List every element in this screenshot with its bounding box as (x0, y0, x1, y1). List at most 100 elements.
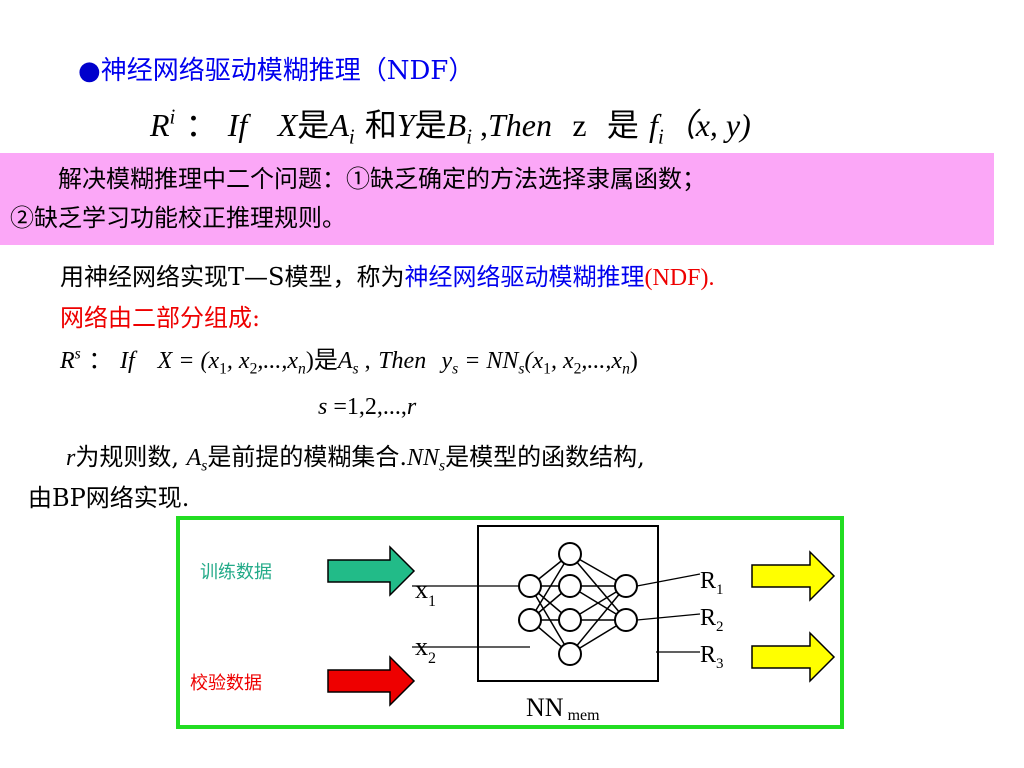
formula-symbol: X (157, 348, 173, 374)
hidden-node (558, 642, 582, 666)
explanation-text: 是前提的模糊集合. (207, 443, 407, 471)
formula-colon: ： (185, 106, 218, 144)
problem-line-2: ②缺乏学习功能校正推理规则。 (10, 204, 346, 232)
formula-symbol: B (446, 107, 467, 143)
formula-text: ) (629, 348, 638, 374)
formula-symbol: y (441, 348, 453, 374)
output-arrow-bottom (751, 631, 836, 683)
formula-symbol: f (649, 107, 658, 143)
formula-symbol: Y (396, 107, 415, 143)
formula-text: , x (226, 348, 250, 374)
formula-symbol: s (318, 394, 328, 420)
training-data-label: 训练数据 (200, 562, 272, 583)
input-x1-symbol: x (415, 575, 428, 604)
hidden-node (558, 574, 582, 598)
bp-network-note: 由BP网络实现. (28, 484, 190, 512)
validation-data-label: 校验数据 (190, 673, 262, 694)
input-x2-sub: 2 (428, 650, 436, 667)
formula-then: Then (487, 107, 552, 143)
formula-symbol: R (150, 107, 170, 143)
explanation-paragraph: r为规则数, As是前提的模糊集合.NNs是模型的函数结构, (66, 437, 645, 475)
formula-symbol: A (337, 348, 353, 374)
section-title-text: 神经网络驱动模糊推理（NDF） (100, 56, 475, 86)
input-x2-label: x2 (415, 632, 436, 667)
hidden-node (558, 542, 582, 566)
formula-symbol: r (66, 445, 76, 471)
formula-text: 是 (414, 106, 447, 144)
formula-sub: s (439, 457, 446, 475)
input-x1-label: x1 (415, 575, 436, 610)
formula-if: If (120, 348, 135, 374)
formula-sub: n (298, 360, 306, 378)
formula-sub: s (201, 457, 208, 475)
validation-data-arrow (327, 655, 416, 707)
problem-statement: 解决模糊推理中二个问题：①缺乏确定的方法选择隶属函数； ②缺乏学习功能校正推理规… (10, 160, 990, 238)
output-node (614, 574, 638, 598)
formula-text: 是 (606, 106, 639, 144)
formula-text: = NN (458, 348, 519, 374)
formula-symbol: NN (407, 445, 440, 471)
problem-line-1: 解决模糊推理中二个问题：①缺乏确定的方法选择隶属函数； (58, 165, 706, 193)
intro-suffix: (NDF). (644, 265, 715, 291)
intro-highlight: 神经网络驱动模糊推理 (404, 263, 645, 291)
section-title: ●神经网络驱动模糊推理（NDF） (78, 50, 474, 87)
diagram-frame (176, 516, 844, 729)
explanation-text: 是模型的函数结构, (445, 443, 645, 471)
output-line-r1 (636, 573, 701, 587)
network-nodes (518, 542, 638, 666)
formula-symbol: z (572, 107, 587, 143)
formula-text: (x (524, 348, 544, 374)
output-r2-label: R2 (700, 605, 724, 635)
network-box (477, 525, 659, 682)
output-r1-label: R1 (700, 568, 724, 598)
formula-symbol: A (186, 445, 202, 471)
formula-text: ,...,x (257, 348, 299, 374)
formula-text: = (x (172, 348, 220, 374)
formula-symbol: r (406, 394, 417, 420)
output-r3-label: R3 (700, 642, 724, 672)
output-r2-sub: 2 (716, 619, 724, 635)
formula-symbol: R (60, 348, 75, 374)
training-data-arrow (327, 545, 416, 597)
output-arrow-top (751, 550, 836, 602)
network-name-symbol: NN (526, 693, 564, 722)
output-r1-sub: 1 (716, 582, 724, 598)
network-parts-heading: 网络由二部分组成: (60, 304, 261, 332)
formula-symbol: X (277, 107, 298, 143)
rule-index-formula: s =1,2,...,r (318, 392, 416, 421)
input-x1-sub: 1 (428, 593, 436, 610)
formula-sub: n (622, 360, 630, 378)
formula-then: Then (378, 348, 427, 374)
formula-text: =1,2,..., (327, 394, 407, 420)
output-line-r2 (636, 613, 701, 621)
formula-sub: s (452, 360, 459, 378)
formula-text: 和 (364, 106, 397, 144)
intro-paragraph: 用神经网络实现T—S模型，称为神经网络驱动模糊推理(NDF). (60, 257, 714, 292)
output-r2-symbol: R (700, 605, 716, 631)
network-connections (529, 553, 627, 655)
output-r3-sub: 3 (716, 656, 724, 672)
formula-sub: i (657, 125, 664, 149)
formula-sub: 2 (249, 360, 258, 378)
formula-sub: 2 (573, 360, 582, 378)
formula-text: ) (305, 348, 314, 374)
formula-sub: s (352, 360, 359, 378)
output-node (614, 608, 638, 632)
input-node (518, 574, 542, 598)
formula-args: （x, y) (663, 107, 751, 143)
rule-rs-formula: Rs ： If X = (x1, x2,...,xn)是As , Then ys… (60, 340, 638, 378)
rule-ri-formula: Ri ： If X是Ai 和Y是Bi ,Then z 是 fi（x, y) (150, 100, 751, 149)
input-node (518, 608, 542, 632)
problem-highlight-box (0, 153, 994, 245)
hidden-node (558, 608, 582, 632)
formula-text: 是 (313, 346, 338, 374)
formula-comma: , (358, 348, 371, 374)
formula-sub: 1 (219, 360, 227, 378)
formula-sub: 1 (543, 360, 551, 378)
formula-text: ,...,x (581, 348, 623, 374)
formula-sub: i (348, 125, 355, 149)
formula-sub: i (466, 125, 472, 149)
network-name-sub: mem (568, 707, 601, 724)
bullet-icon: ● (78, 56, 101, 86)
